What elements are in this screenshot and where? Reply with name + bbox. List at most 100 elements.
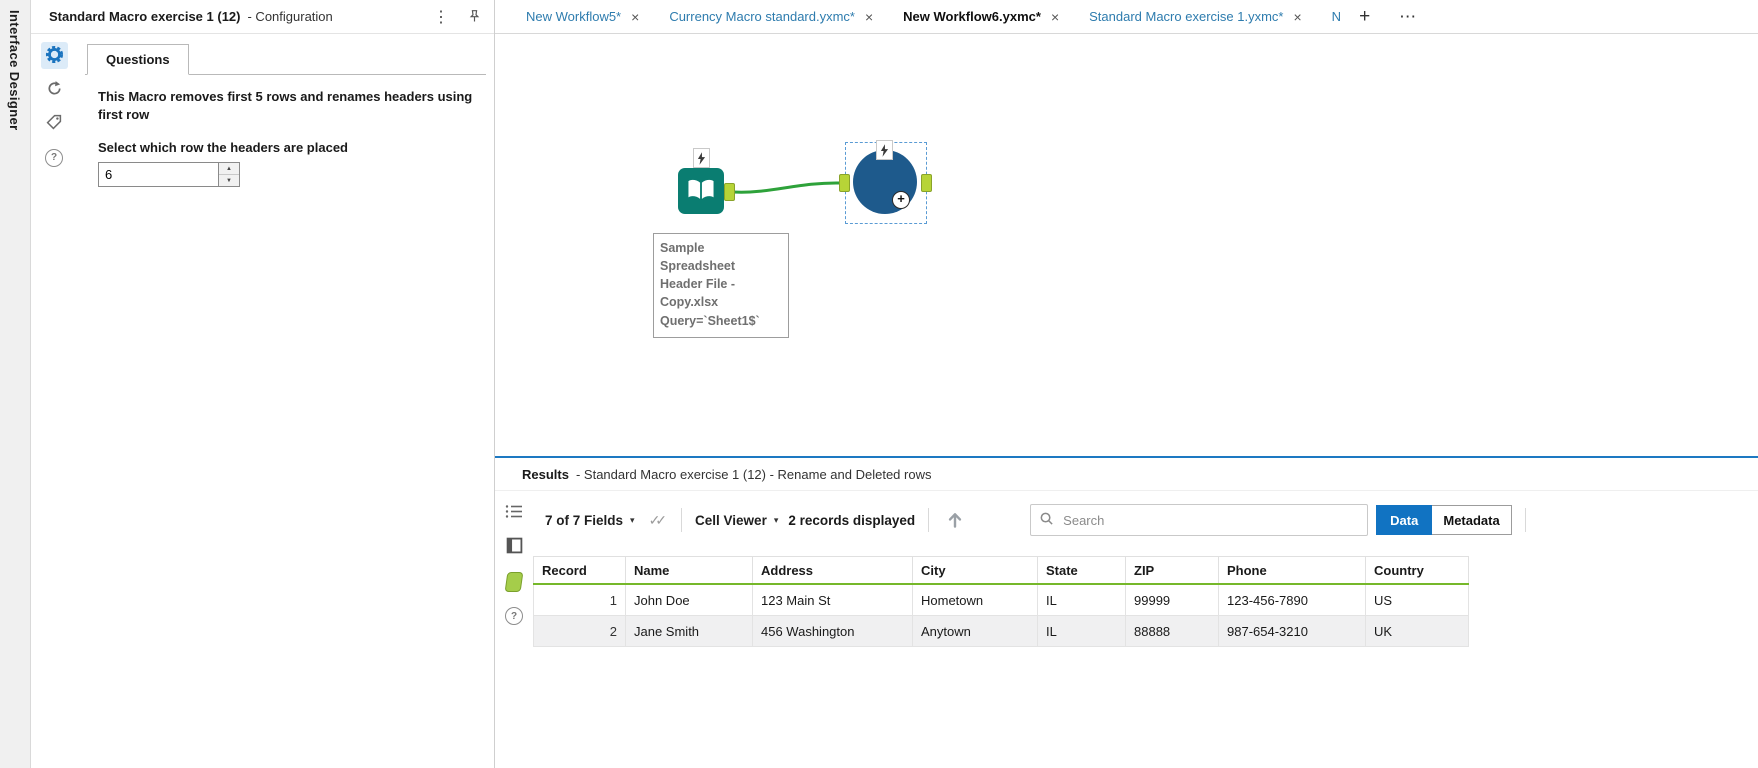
ellipsis-icon: ⋯ [1399, 6, 1417, 26]
column-header[interactable]: Record [533, 556, 626, 585]
tag-icon [46, 114, 62, 133]
table-row[interactable]: 1 John Doe 123 Main St Hometown IL 99999… [533, 583, 1469, 616]
cell-country[interactable]: US [1365, 583, 1469, 616]
results-table[interactable]: Record Name Address City State ZIP Phone… [533, 556, 1469, 647]
tab-new-workflow5[interactable]: New Workflow5* × [526, 8, 640, 25]
tab-new-workflow6[interactable]: New Workflow6.yxmc* × [903, 8, 1060, 25]
cell-phone[interactable]: 123-456-7890 [1218, 583, 1366, 616]
config-title: Standard Macro exercise 1 (12) [49, 9, 241, 24]
config-help-button[interactable]: ? [41, 144, 68, 171]
close-tab-icon[interactable]: × [864, 8, 874, 25]
toolbar-divider [928, 508, 930, 532]
input-data-tool[interactable] [678, 168, 724, 214]
tab-currency-macro-standard[interactable]: Currency Macro standard.yxmc* × [669, 8, 874, 25]
search-box[interactable] [1030, 504, 1369, 536]
macro-output-anchor[interactable] [921, 174, 932, 192]
upload-arrow-icon[interactable] [944, 509, 966, 531]
interface-lightning-icon [693, 148, 710, 168]
spinner-up-icon[interactable]: ▲ [219, 163, 239, 176]
cell-record[interactable]: 1 [533, 583, 626, 616]
new-workflow-button[interactable]: + [1348, 0, 1382, 33]
spinner-down-icon[interactable]: ▼ [226, 177, 232, 184]
macro-input-anchor[interactable] [839, 174, 850, 192]
cell-viewer-dropdown[interactable]: Cell Viewer ▾ [695, 512, 779, 528]
close-tab-icon[interactable]: × [1293, 8, 1302, 25]
cell-address[interactable]: 123 Main St [752, 583, 913, 616]
column-header[interactable]: Name [625, 556, 753, 585]
properties-button[interactable] [41, 110, 68, 137]
row-input-spinner: ▲ ▼ [219, 162, 240, 188]
results-subtitle: - Standard Macro exercise 1 (12) - Renam… [575, 466, 932, 482]
cell-state[interactable]: IL [1037, 583, 1126, 616]
questions-tab-label: Questions [106, 52, 170, 67]
chevron-down-icon: ▾ [773, 514, 779, 525]
results-toolbar: 7 of 7 Fields ▾ ✓✓ Cell Viewer ▾ 2 recor… [533, 492, 1758, 548]
cell-zip[interactable]: 99999 [1125, 583, 1219, 616]
table-header-row: Record Name Address City State ZIP Phone… [533, 556, 1469, 585]
connection-wire [731, 181, 843, 194]
column-header[interactable]: Country [1365, 556, 1469, 585]
configuration-panel: Standard Macro exercise 1 (12) - Configu… [31, 0, 495, 768]
header-row-input[interactable] [98, 162, 219, 188]
cell-zip[interactable]: 88888 [1125, 615, 1219, 647]
tab-truncated[interactable]: N [1331, 9, 1342, 24]
config-subtitle: - Configuration [247, 9, 333, 24]
column-header[interactable]: City [912, 556, 1038, 585]
config-tool-rail: ? [36, 42, 72, 171]
select-all-check-icon[interactable]: ✓✓ [648, 511, 668, 528]
output-anchor-icon[interactable] [504, 572, 524, 592]
fields-dropdown[interactable]: 7 of 7 Fields ▾ [545, 512, 635, 528]
column-header[interactable]: State [1037, 556, 1126, 585]
column-header[interactable]: Phone [1218, 556, 1366, 585]
records-displayed-label: 2 records displayed [788, 512, 916, 528]
metadata-toggle-button[interactable]: Metadata [1432, 505, 1512, 535]
config-list-icon[interactable] [505, 504, 523, 522]
close-tab-icon[interactable]: × [1050, 8, 1060, 25]
results-panel: Results - Standard Macro exercise 1 (12)… [495, 456, 1758, 768]
search-input[interactable] [1061, 511, 1360, 529]
tab-questions[interactable]: Questions [87, 44, 189, 75]
help-icon: ? [45, 148, 63, 167]
cell-address[interactable]: 456 Washington [752, 615, 913, 647]
questions-pane: Questions This Macro removes first 5 row… [83, 44, 486, 188]
tool-annotation[interactable]: Sample Spreadsheet Header File - Copy.xl… [653, 233, 789, 338]
question-label: Select which row the headers are placed [98, 140, 348, 156]
close-tab-icon[interactable]: × [631, 8, 640, 25]
table-row[interactable]: 2 Jane Smith 456 Washington Anytown IL 8… [533, 615, 1469, 647]
search-icon [1039, 511, 1054, 529]
test-view-button[interactable] [41, 76, 68, 103]
panel-mode-icon[interactable] [506, 537, 523, 557]
cell-city[interactable]: Hometown [912, 583, 1038, 616]
macro-plus-badge: + [892, 191, 910, 209]
cell-state[interactable]: IL [1037, 615, 1126, 647]
questions-view-button[interactable] [40, 42, 68, 69]
interface-designer-strip[interactable]: Interface Designer [0, 0, 31, 768]
tab-standard-macro-exercise-1[interactable]: Standard Macro exercise 1.yxmc* × [1089, 8, 1302, 25]
data-toggle-button[interactable]: Data [1376, 505, 1433, 535]
workflow-tabbar: New Workflow5* × Currency Macro standard… [495, 0, 1758, 34]
tab-overflow-button[interactable]: ⋯ [1388, 0, 1428, 33]
input-tool-output-anchor[interactable] [724, 183, 735, 201]
cell-city[interactable]: Anytown [912, 615, 1038, 647]
gear-icon [45, 45, 64, 67]
header-row-spinbox: ▲ ▼ [98, 162, 240, 188]
cell-name[interactable]: John Doe [625, 583, 753, 616]
cell-record[interactable]: 2 [533, 615, 626, 647]
workflow-canvas[interactable]: + Sample Spreadsheet Header File - Copy.… [495, 34, 1758, 456]
cell-country[interactable]: UK [1365, 615, 1469, 647]
cell-phone[interactable]: 987-654-3210 [1218, 615, 1366, 647]
results-icon-rail: ? [495, 494, 533, 768]
refresh-icon [46, 80, 63, 100]
more-options-icon[interactable]: ⋮ [433, 8, 449, 26]
interface-lightning-icon [876, 140, 893, 160]
macro-description: This Macro removes first 5 rows and rena… [98, 89, 473, 122]
column-header[interactable]: Address [752, 556, 913, 585]
results-header: Results - Standard Macro exercise 1 (12)… [495, 458, 1758, 491]
cell-name[interactable]: Jane Smith [625, 615, 753, 647]
results-help-icon[interactable]: ? [505, 607, 523, 625]
book-icon [686, 177, 716, 206]
pin-icon[interactable] [467, 9, 482, 24]
column-header[interactable]: ZIP [1125, 556, 1219, 585]
toolbar-divider [1524, 508, 1526, 532]
